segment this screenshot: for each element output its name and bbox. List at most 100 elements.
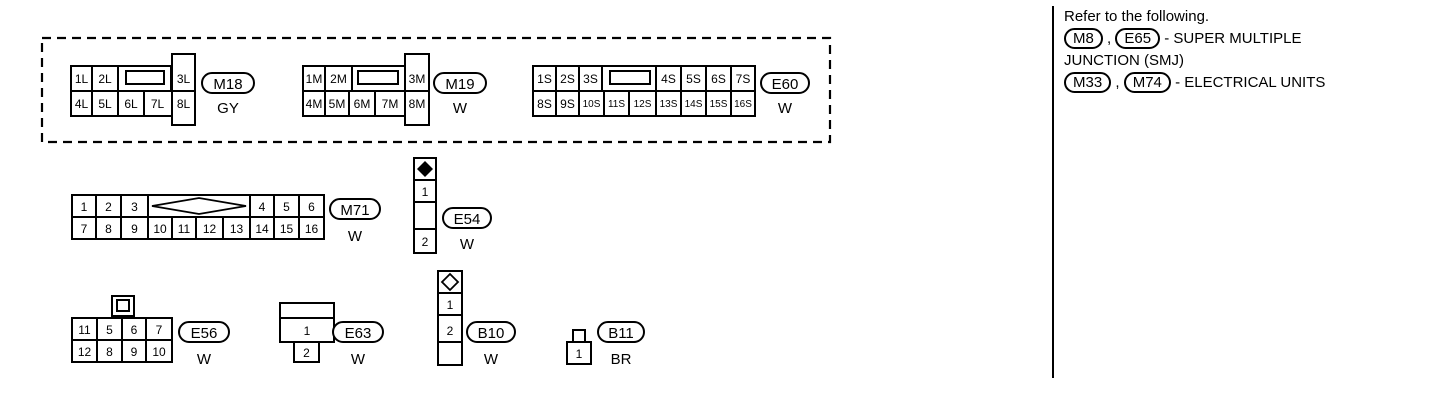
connector-diagram: 1L 2L 3L 4L 5L 6L 7L 8L M18 GY 1M 2M 3M … (40, 36, 832, 368)
pin-label: 12 (203, 222, 217, 236)
connector-id: B10 (478, 325, 505, 342)
connector-id: B11 (608, 325, 634, 342)
wire-color: W (348, 228, 363, 245)
pin-label: 3 (131, 200, 138, 214)
pin-label: 6M (354, 97, 371, 111)
wire-color: W (351, 351, 366, 368)
pin-label: 13S (660, 99, 678, 110)
pin-label: 12S (634, 99, 652, 110)
pin-label: 3S (583, 72, 598, 86)
diamond-key-icon (151, 197, 247, 215)
wire-color: W (197, 351, 212, 368)
hollow-diamond-icon (440, 272, 460, 292)
pin-label: 3L (177, 72, 191, 86)
pin-label: 15S (710, 99, 728, 110)
ref-tag-m33: M33 (1064, 72, 1112, 93)
pin-label: 8 (106, 345, 113, 359)
connector-latch (279, 302, 335, 319)
pin-label: 8 (105, 222, 112, 236)
notes-heading: Refer to the following. (1064, 8, 1210, 25)
pin-label: 15 (280, 222, 294, 236)
wire-color: W (453, 100, 468, 117)
pin-label: 6L (124, 97, 138, 111)
pin-label: 4S (661, 72, 676, 86)
pin-label: 1 (422, 185, 429, 199)
pin-label: 5L (98, 97, 112, 111)
pin-label: 3M (409, 72, 426, 86)
connector-m71: 1 2 3 4 5 6 7 8 9 10 11 12 13 14 15 16 M… (71, 194, 381, 245)
pin-label: 5S (686, 72, 701, 86)
pin-label: 11 (78, 323, 91, 337)
connector-key (609, 70, 651, 85)
pin-label: 9 (131, 222, 138, 236)
connector-tag-oval (433, 72, 487, 94)
pin-label: 11S (608, 99, 625, 110)
pin-label: 14S (685, 99, 703, 110)
connector-tag-oval (760, 72, 810, 94)
connector-m19: 1M 2M 3M 4M 5M 6M 7M 8M M19 W (302, 53, 487, 126)
pin-label: 7S (736, 72, 751, 86)
connector-latch (171, 53, 196, 126)
smj-description-cont: JUNCTION (SMJ) (1064, 52, 1184, 69)
reference-notes: Refer to the following. M8 , E65 - SUPER… (1052, 6, 1432, 378)
ref-tag-m74: M74 (1123, 72, 1171, 93)
connector-e60: 1S 2S 3S 4S 5S 6S 7S 8S 9S 10S 11S 12S 1… (532, 65, 810, 117)
connector-b10: 1 2 B10 W (437, 270, 516, 368)
pin-label: 5 (283, 200, 290, 214)
connector-id: E60 (772, 76, 799, 93)
connector-tag-oval (466, 321, 516, 343)
pin-label: 12 (78, 345, 92, 359)
pin-label: 2S (560, 72, 575, 86)
pin-label: 7 (156, 323, 163, 337)
connector-key (116, 299, 130, 312)
connector-tag-oval (178, 321, 230, 343)
connector-id: E63 (345, 325, 372, 342)
connector-id: M19 (445, 76, 474, 93)
connector-body (566, 341, 592, 365)
pin-label: 4M (306, 97, 323, 111)
connector-key (125, 70, 165, 85)
wire-color: W (484, 351, 499, 368)
connector-tag-oval (442, 207, 492, 229)
pin-label: 2 (447, 324, 454, 338)
connector-latch (404, 53, 430, 126)
connector-id: E54 (454, 211, 481, 228)
connector-e56: 11 5 6 7 12 8 9 10 E56 W (71, 295, 230, 368)
pin-label: 5M (329, 97, 346, 111)
pin-label: 1 (304, 324, 311, 338)
pin-label: 14 (255, 222, 269, 236)
connector-tag-oval (332, 321, 384, 343)
pin-label: 2L (98, 72, 112, 86)
connector-e63: 1 2 E63 W (279, 302, 384, 368)
connector-tag-oval (597, 321, 645, 343)
pin-label: 16S (734, 99, 752, 110)
wire-color: BR (611, 351, 632, 368)
connector-e54: 1 2 E54 W (413, 157, 492, 254)
pin-label: 11 (178, 222, 191, 236)
connector-latch (572, 329, 586, 343)
pin-label: 9S (560, 97, 575, 111)
pin-label: 9 (131, 345, 138, 359)
pin-label: 10 (153, 222, 167, 236)
connector-tag-oval (201, 72, 255, 94)
pin-label: 2 (422, 235, 429, 249)
filled-diamond-icon (417, 161, 433, 177)
connector-b11: 1 B11 BR (566, 321, 645, 368)
separator: , (1115, 74, 1120, 91)
pin-label: 6 (131, 323, 138, 337)
pin-label: 8L (177, 97, 191, 111)
units-description: - ELECTRICAL UNITS (1175, 74, 1326, 91)
pin-label: 2 (303, 346, 310, 360)
pin-label: 2M (330, 72, 347, 86)
connector-id: M71 (340, 202, 369, 219)
connector-id: M18 (213, 76, 242, 93)
pin-label: 7M (382, 97, 399, 111)
pin-label: 8M (409, 97, 426, 111)
pin-label: 1 (447, 298, 454, 312)
units-note: M33 , M74 - ELECTRICAL UNITS (1064, 72, 1432, 94)
ref-tag-e65: E65 (1115, 28, 1161, 49)
pin-label: 4 (259, 200, 266, 214)
pin-label: 6 (308, 200, 315, 214)
pin-label: 10 (152, 345, 166, 359)
wire-color: W (460, 236, 475, 253)
